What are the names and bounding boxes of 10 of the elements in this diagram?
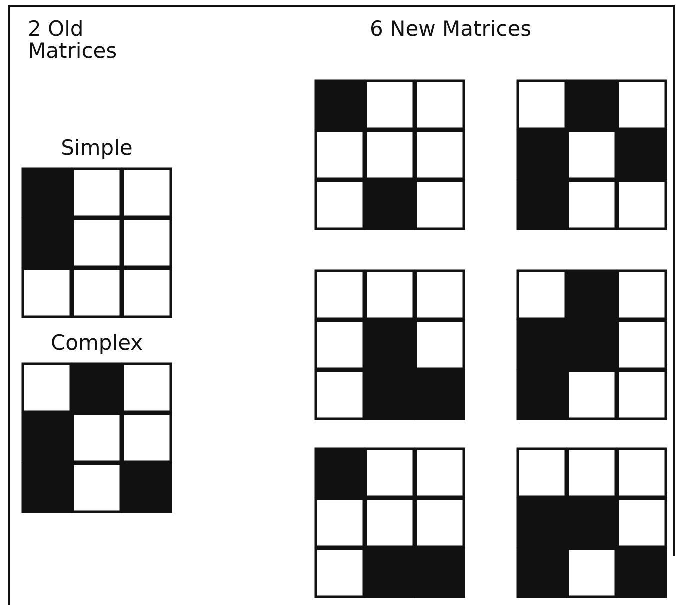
matrix-grid: [516, 80, 668, 230]
matrix-grid: [516, 448, 668, 598]
heading: 2 Old Matrices: [28, 18, 118, 62]
matrix-grid: [314, 80, 466, 230]
matrix-grid: [314, 448, 466, 598]
heading: 6 New Matrices: [370, 18, 533, 40]
matrix-heading: Complex: [50, 331, 144, 355]
matrix-heading: Simple: [60, 136, 134, 160]
matrix-grid: [516, 270, 668, 420]
matrix-grid: [314, 270, 466, 420]
